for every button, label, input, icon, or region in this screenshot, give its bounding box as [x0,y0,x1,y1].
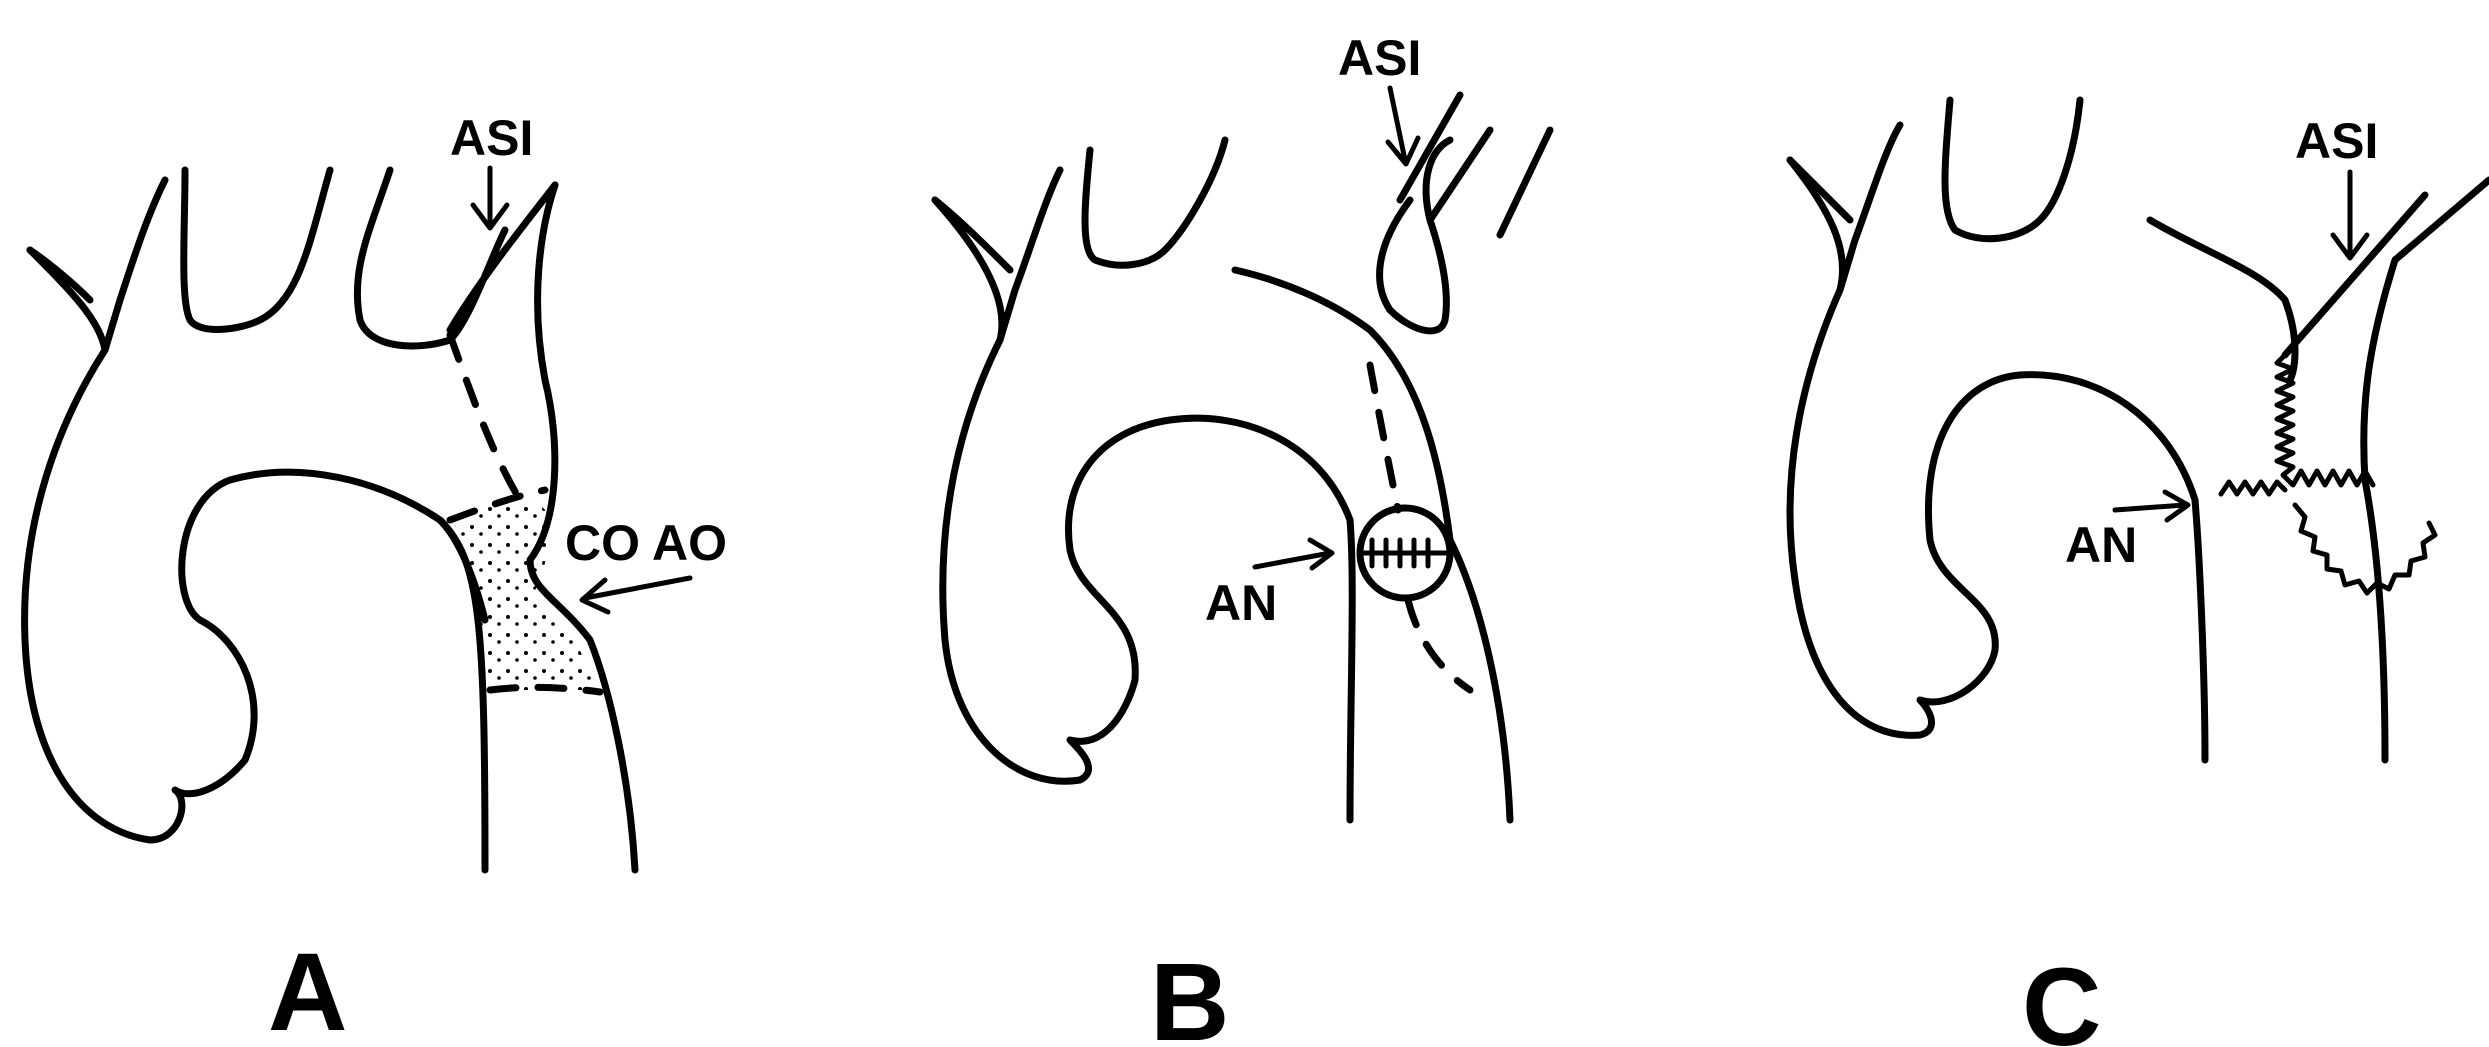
panel-b: ASI AN B [935,30,1550,1047]
panel-a-subclavian-artery [357,170,555,346]
panel-b-carotid-artery [1085,140,1225,265]
panel-a-carotid-artery [184,170,330,329]
panel-c-an-arrow [2115,492,2188,520]
panel-b-suture-line [1362,540,1448,566]
panel-a-subclavian-ligation-dash [450,335,520,500]
panel-b-descending-aorta-inner [1350,520,1352,820]
panel-b-subclavian-flap [1380,95,1550,331]
panel-c-subclavian-patch [2285,180,2489,355]
panel-c-suture-zigzag [2221,355,2435,593]
panel-c-an-label: AN [2065,517,2137,573]
panel-c-descending-aorta-inner [2195,500,2205,760]
panel-c-carotid-artery [1945,100,2080,239]
panel-b-an-label: AN [1205,575,1277,631]
panel-b-asi-arrow [1388,88,1418,164]
panel-b-asi-label: ASI [1338,30,1421,86]
panel-c-letter: C [2022,946,2101,1047]
panel-c: ASI AN C [1790,100,2489,1047]
panel-b-an-arrow [1255,540,1332,568]
panel-a-coao-label: CO AO [565,515,727,571]
panel-a: ASI CO AO A [25,110,727,1047]
panel-a-coao-arrow [582,578,690,612]
panel-a-letter: A [268,931,347,1047]
panel-a-resection-line-bottom [490,687,600,692]
panel-b-innominate-artery [935,170,1060,340]
panel-c-asi-arrow [2333,172,2367,258]
panel-a-asi-label: ASI [450,110,533,166]
panel-b-letter: B [1150,941,1229,1047]
panel-c-asi-label: ASI [2295,113,2378,169]
panel-c-innominate-artery [1790,125,1900,290]
panel-a-asi-arrow [473,168,507,228]
